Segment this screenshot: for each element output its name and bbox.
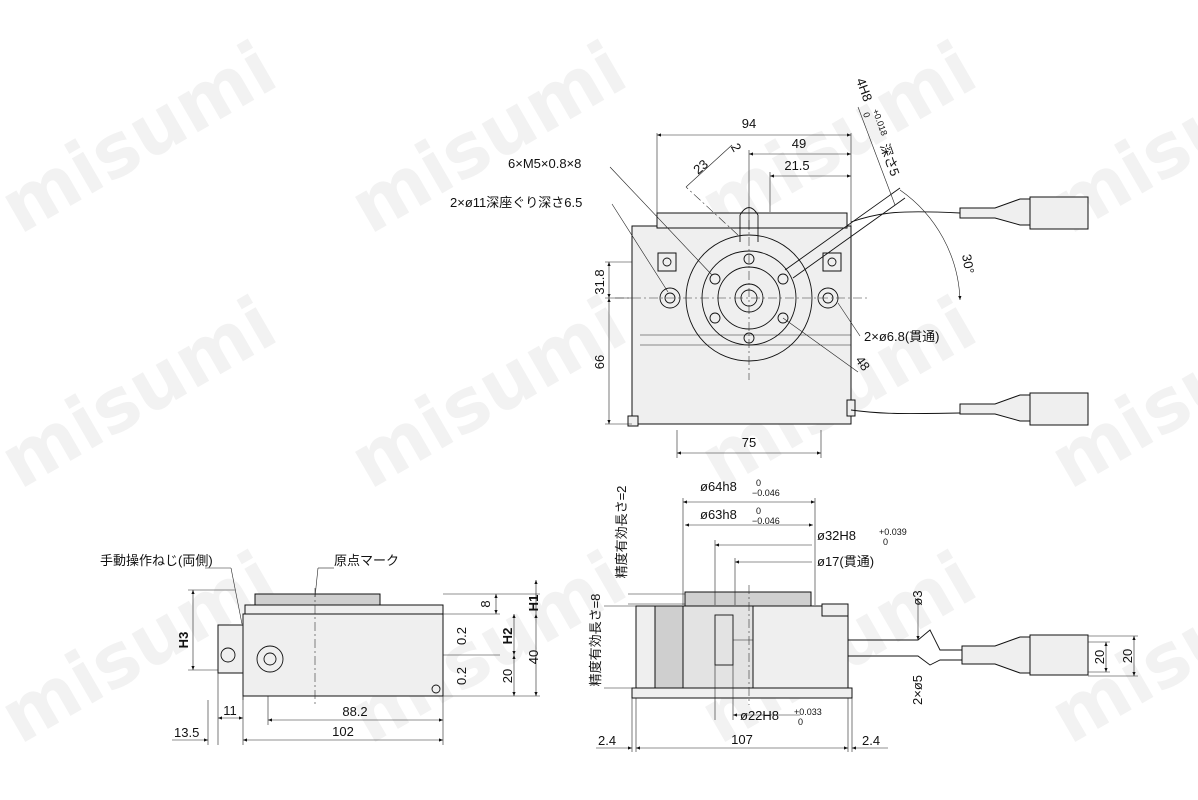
side-view-body — [242, 613, 444, 697]
d32-text: ø32H8 — [817, 528, 856, 543]
thread-note: 6×M5×0.8×8 — [508, 156, 581, 171]
d22-lower: 0 — [798, 717, 803, 727]
manual-screw-label: 手動操作ねじ(両側) — [100, 553, 213, 568]
d64-upper: 0 — [756, 478, 761, 488]
dim-2-4-left: 2.4 — [598, 733, 616, 748]
dim-21-5: 21.5 — [784, 158, 809, 173]
d63-lower: −0.046 — [752, 516, 780, 526]
side-view: 手動操作ねじ(両側) 原点マーク H3 8 H1 0.2 H2 0.2 20 4… — [100, 553, 541, 745]
dim-49: 49 — [792, 136, 806, 151]
watermark-text: misumi — [336, 25, 640, 250]
dim-h3: H3 — [176, 632, 191, 649]
d22-label: ø22H8 +0.033 0 — [740, 707, 822, 727]
dim-66: 66 — [592, 355, 607, 369]
dim-20a: 20 — [1092, 650, 1107, 664]
dim-107: 107 — [731, 732, 753, 747]
watermark-text: misumi — [336, 280, 640, 505]
d63-label: ø63h8 0 −0.046 — [700, 506, 780, 526]
d63-text: ø63h8 — [700, 507, 737, 522]
top-view-rail — [656, 212, 848, 229]
manual-screw-icon — [220, 647, 236, 663]
dim-75: 75 — [742, 435, 756, 450]
dim-48: 48 — [853, 353, 874, 373]
d22-text: ø22H8 — [740, 708, 779, 723]
origin-mark-label: 原点マーク — [334, 553, 399, 568]
dim-h1: H1 — [526, 595, 541, 612]
through-hole-note: 2×ø6.8(貫通) — [864, 329, 940, 344]
dim-11: 11 — [223, 703, 237, 718]
watermark-text: misumi — [0, 280, 290, 505]
d17-label: ø17(貫通) — [817, 554, 874, 569]
d63-upper: 0 — [756, 506, 761, 516]
dim-3: ø3 — [910, 590, 925, 605]
side-view-table — [254, 593, 381, 607]
dim-40: 40 — [526, 650, 541, 664]
connector-bottom — [959, 394, 1031, 422]
dim-h2: H2 — [500, 628, 515, 645]
d32-label: ø32H8 +0.039 0 — [817, 527, 907, 547]
connector-front — [961, 636, 1031, 674]
dim-0-2-bottom: 0.2 — [454, 667, 469, 685]
eff-len-8: 精度有効長さ=8 — [588, 594, 603, 687]
dim-94: 94 — [742, 116, 756, 131]
dim-13-5: 13.5 — [174, 725, 199, 740]
d32-upper: +0.039 — [879, 527, 907, 537]
d64-lower: −0.046 — [752, 488, 780, 498]
dim-0-2-top: 0.2 — [454, 627, 469, 645]
counterbore-note: 2×ø11深座ぐり深さ6.5 — [450, 195, 582, 210]
watermark-text: misumi — [0, 25, 290, 250]
dim-20b: 20 — [1120, 649, 1135, 663]
dim-102: 102 — [332, 724, 354, 739]
d64-label: ø64h8 0 −0.046 — [700, 478, 780, 498]
eff-len-2: 精度有効長さ=2 — [614, 486, 629, 579]
dim-2x5: 2×ø5 — [910, 675, 925, 705]
pin-hole-tol-lower: 0 — [861, 111, 872, 119]
dim-20: 20 — [500, 669, 515, 683]
dim-31-8: 31.8 — [592, 269, 607, 294]
dim-88-2: 88.2 — [342, 704, 367, 719]
dim-2-4-right: 2.4 — [862, 733, 880, 748]
angle-30: 30° — [959, 253, 977, 275]
connector-top — [959, 198, 1031, 226]
d22-upper: +0.033 — [794, 707, 822, 717]
d64-text: ø64h8 — [700, 479, 737, 494]
dim-8: 8 — [478, 600, 493, 607]
d32-lower: 0 — [883, 537, 888, 547]
front-view: ø64h8 0 −0.046 ø63h8 0 −0.046 ø32H8 +0.0… — [588, 478, 1138, 752]
